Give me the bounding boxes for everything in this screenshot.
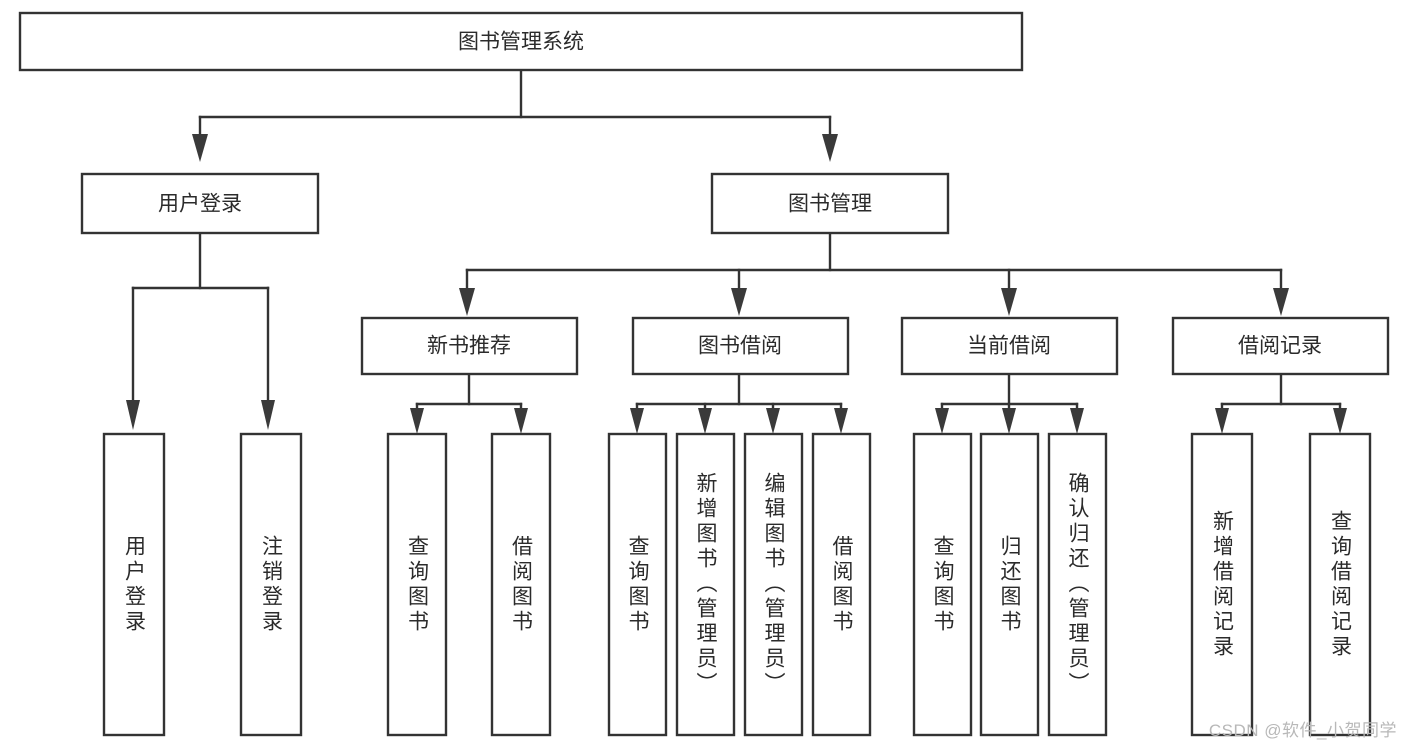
arrow-new-book-leaf-1 — [410, 408, 424, 434]
arrow-book-manage-to-current — [1001, 288, 1017, 316]
leaf-query-book-recommend-box[interactable] — [386, 432, 448, 737]
leaf-logout-box[interactable] — [239, 432, 303, 737]
arrow-borrow-record-leaf-1 — [1215, 408, 1229, 434]
leaf-query-book-current-box[interactable] — [912, 432, 973, 737]
arrow-root-to-book-manage — [822, 134, 838, 162]
node-new-book-recommend-label: 新书推荐 — [427, 335, 511, 358]
node-borrow-record-label: 借阅记录 — [1238, 335, 1322, 358]
leaf-borrow-book-recommend-box[interactable] — [490, 432, 552, 737]
node-book-borrow-box[interactable] — [631, 316, 850, 376]
node-borrow-record-box[interactable] — [1171, 316, 1390, 376]
node-book-manage-label: 图书管理 — [788, 193, 872, 216]
node-current-borrow-box[interactable] — [900, 316, 1119, 376]
connector-group-book-manage — [459, 231, 1289, 316]
node-user-login-label: 用户登录 — [158, 193, 242, 216]
csdn-watermark: CSDN @软件_小贺同学 — [1208, 721, 1397, 740]
leaf-borrow-book-box[interactable] — [811, 432, 872, 737]
connector-group-new-book-recommend — [410, 374, 528, 434]
node-root-box[interactable] — [18, 11, 1024, 72]
leaf-return-book-box[interactable] — [979, 432, 1040, 737]
leaf-add-borrow-record-box[interactable] — [1190, 432, 1254, 737]
arrow-current-borrow-leaf-3 — [1070, 408, 1084, 434]
node-root-label: 图书管理系统 — [458, 31, 584, 54]
leaf-user-login-box[interactable] — [102, 432, 166, 737]
arrow-book-borrow-leaf-1 — [630, 408, 644, 434]
leaf-confirm-return-box[interactable] — [1047, 432, 1108, 737]
connector-group-book-borrow — [630, 374, 848, 434]
leaf-query-book-borrow-box[interactable] — [607, 432, 668, 737]
arrow-book-borrow-leaf-2 — [698, 408, 712, 434]
arrow-new-book-leaf-2 — [514, 408, 528, 434]
arrow-user-login-leaf-2 — [261, 400, 275, 430]
leaf-edit-book-box[interactable] — [743, 432, 804, 737]
connector-group-borrow-record — [1215, 374, 1347, 434]
arrow-root-to-user-login — [192, 134, 208, 162]
arrow-current-borrow-leaf-1 — [935, 408, 949, 434]
arrow-book-borrow-leaf-3 — [766, 408, 780, 434]
node-current-borrow-label: 当前借阅 — [967, 335, 1051, 358]
arrow-book-manage-to-new-book — [459, 288, 475, 316]
connector-group-current-borrow — [935, 374, 1084, 434]
node-new-book-recommend-box[interactable] — [360, 316, 579, 376]
node-book-borrow-label: 图书借阅 — [698, 335, 782, 358]
arrow-book-manage-to-borrow — [731, 288, 747, 316]
connector-group-user-login — [126, 231, 275, 430]
arrow-current-borrow-leaf-2 — [1002, 408, 1016, 434]
node-user-login-box[interactable] — [80, 172, 320, 235]
connector-group-root — [192, 68, 838, 162]
leaf-query-borrow-record-box[interactable] — [1308, 432, 1372, 737]
arrow-borrow-record-leaf-2 — [1333, 408, 1347, 434]
arrow-book-borrow-leaf-4 — [834, 408, 848, 434]
leaf-add-book-box[interactable] — [675, 432, 736, 737]
arrow-book-manage-to-record — [1273, 288, 1289, 316]
arrow-user-login-leaf-1 — [126, 400, 140, 430]
node-book-manage-box[interactable] — [710, 172, 950, 235]
